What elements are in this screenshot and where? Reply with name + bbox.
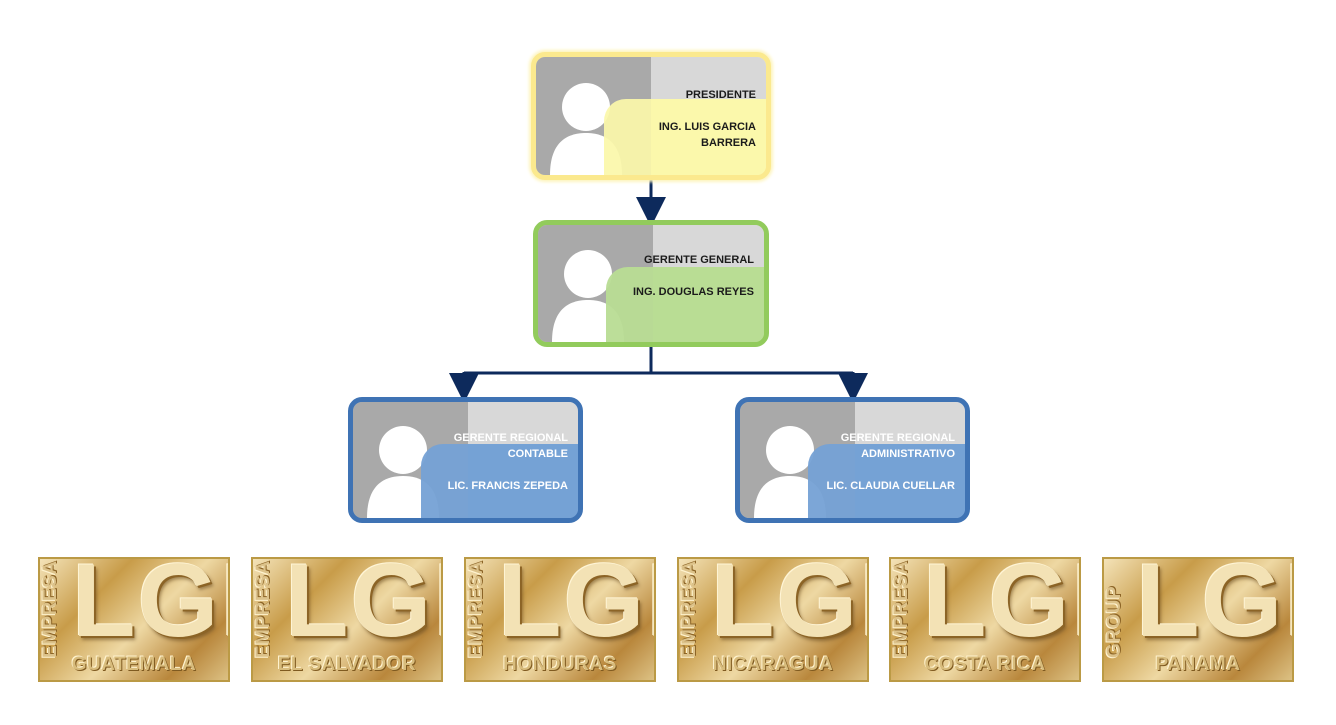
- company-country: NICARAGUA: [712, 654, 834, 675]
- brand-letters: LGB: [711, 557, 867, 659]
- company-type-label: EMPRESA: [891, 560, 912, 658]
- brand-letters: LGB: [1136, 557, 1292, 659]
- node-name: LIC. CLAUDIA CUELLAR: [826, 480, 955, 492]
- brand-letters: LGB: [923, 557, 1079, 659]
- company-logo-guatemala: LGB EMPRESA GUATEMALA: [38, 557, 230, 682]
- company-type-label: EMPRESA: [40, 560, 61, 658]
- company-type-label: EMPRESA: [253, 560, 274, 658]
- company-logo-el-salvador: LGB EMPRESA EL SALVADOR: [251, 557, 443, 682]
- company-type-label: EMPRESA: [466, 560, 487, 658]
- node-name: LIC. FRANCIS ZEPEDA: [447, 480, 568, 492]
- company-logo-costa-rica: LGB EMPRESA COSTA RICA: [889, 557, 1081, 682]
- company-logo-panama: LGB GROUP PANAMA: [1102, 557, 1294, 682]
- node-name: ING. DOUGLAS REYES: [632, 286, 754, 298]
- node-role: GERENTE REGIONAL ADMINISTRATIVO: [840, 432, 955, 460]
- company-type-label: EMPRESA: [679, 560, 700, 658]
- node-role: GERENTE REGIONAL CONTABLE: [453, 432, 568, 460]
- brand-letters: LGB: [498, 557, 654, 659]
- node-role: PRESIDENTE: [685, 89, 756, 101]
- company-type-label: GROUP: [1104, 585, 1125, 658]
- org-node-regional-admin: GERENTE REGIONAL ADMINISTRATIVO LIC. CLA…: [735, 397, 970, 523]
- brand-letters: LGB: [72, 557, 228, 659]
- brand-letters: LGB: [285, 557, 441, 659]
- org-node-president: PRESIDENTE ING. LUIS GARCIA BARRERA: [531, 52, 771, 180]
- company-logo-nicaragua: LGB EMPRESA NICARAGUA: [677, 557, 869, 682]
- company-country: PANAMA: [1155, 654, 1241, 675]
- org-node-general-manager: GERENTE GENERAL ING. DOUGLAS REYES: [533, 220, 769, 347]
- company-country: EL SALVADOR: [277, 654, 417, 675]
- node-name: ING. LUIS GARCIA BARRERA: [658, 121, 756, 149]
- company-logo-honduras: LGB EMPRESA HONDURAS: [464, 557, 656, 682]
- company-country: COSTA RICA: [924, 654, 1046, 675]
- org-node-regional-accounting: GERENTE REGIONAL CONTABLE LIC. FRANCIS Z…: [348, 397, 583, 523]
- node-role: GERENTE GENERAL: [643, 254, 754, 266]
- company-country: GUATEMALA: [71, 654, 197, 675]
- company-country: HONDURAS: [503, 654, 617, 675]
